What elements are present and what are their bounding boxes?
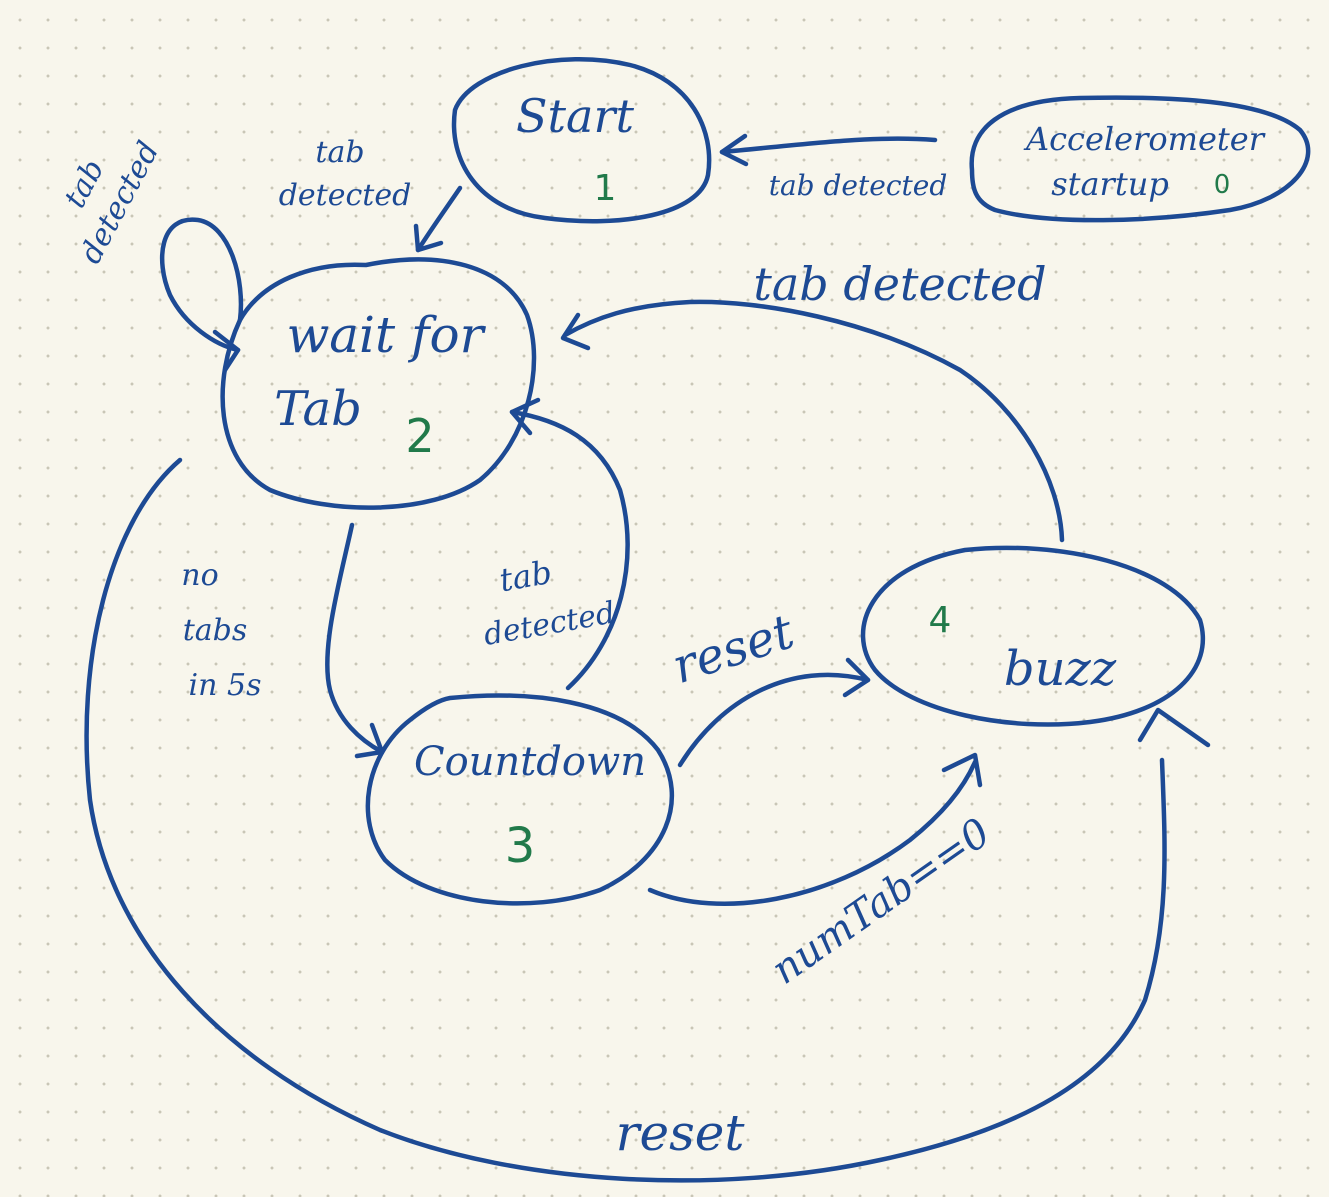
state-accelerometer-number: 0 bbox=[1214, 170, 1231, 200]
transition-buzz-to-wait-line bbox=[562, 299, 1065, 543]
transition-countdown-to-wait-label-line2: detected bbox=[481, 595, 618, 652]
state-start-number: 1 bbox=[594, 168, 617, 209]
state-countdown-outline bbox=[365, 693, 675, 906]
transition-countdown-to-buzz-num-label: numTab==0 bbox=[764, 810, 999, 994]
transition-buzz-to-wait-arrowhead bbox=[560, 312, 591, 351]
transition-acc-to-start-label: tab detected bbox=[769, 169, 948, 202]
transition-acc-to-start-arrowhead bbox=[719, 133, 749, 167]
transition-wait-to-countdown-arrowhead bbox=[354, 722, 385, 759]
state-wait-label-line2: Tab bbox=[274, 381, 362, 437]
state-countdown: Countdown 3 bbox=[365, 693, 675, 906]
transition-wait-to-buzz-reset-line bbox=[84, 457, 1167, 1183]
transition-countdown-to-buzz-reset-line bbox=[677, 672, 871, 768]
state-countdown-number: 3 bbox=[505, 818, 536, 874]
transition-countdown-to-wait-arrowhead bbox=[509, 397, 541, 436]
transition-countdown-to-wait: tab detected bbox=[481, 397, 630, 691]
transition-start-to-wait: tab detected bbox=[279, 135, 463, 253]
state-wait-number: 2 bbox=[405, 409, 434, 463]
transition-start-to-wait-label-line1: tab bbox=[315, 135, 364, 170]
transition-start-to-wait-label-line2: detected bbox=[279, 178, 412, 213]
transition-countdown-to-buzz-reset: reset bbox=[666, 603, 871, 768]
state-wait-for-tab: wait for Tab 2 bbox=[220, 257, 537, 510]
state-accelerometer: Accelerometer startup 0 bbox=[969, 95, 1311, 223]
transition-buzz-to-wait: tab detected bbox=[560, 257, 1065, 543]
transition-wait-self-loop-line bbox=[159, 217, 244, 353]
state-accelerometer-label-line1: Accelerometer bbox=[1023, 120, 1266, 158]
transition-wait-to-countdown-label-line2: tabs bbox=[183, 613, 248, 648]
state-buzz-label: buzz bbox=[1004, 641, 1117, 697]
state-buzz: buzz 4 bbox=[860, 545, 1206, 727]
state-start: Start 1 bbox=[451, 57, 712, 224]
transition-acc-to-start-line bbox=[719, 136, 938, 155]
transition-countdown-to-buzz-num: numTab==0 bbox=[647, 752, 999, 994]
transition-start-to-wait-line bbox=[415, 185, 463, 253]
transition-wait-to-countdown-line bbox=[325, 522, 385, 755]
state-start-label: Start bbox=[516, 89, 634, 143]
state-wait-outline bbox=[220, 257, 537, 510]
transition-wait-to-buzz-reset-label: reset bbox=[616, 1104, 746, 1162]
transition-countdown-to-buzz-reset-arrowhead bbox=[842, 657, 871, 698]
transition-buzz-to-wait-label: tab detected bbox=[753, 257, 1046, 311]
state-start-outline bbox=[451, 57, 712, 224]
transition-wait-self-loop: tab detected bbox=[58, 136, 244, 373]
state-accelerometer-outline bbox=[969, 95, 1311, 223]
state-wait-label-line1: wait for bbox=[286, 306, 486, 364]
transition-acc-to-start: tab detected bbox=[719, 133, 948, 202]
transition-wait-to-countdown: no tabs in 5s bbox=[181, 522, 385, 759]
state-countdown-label: Countdown bbox=[414, 739, 646, 785]
transition-wait-self-loop-arrowhead bbox=[212, 329, 241, 373]
state-buzz-number: 4 bbox=[929, 600, 952, 641]
transition-countdown-to-wait-line bbox=[509, 409, 630, 691]
transition-countdown-to-wait-label-line1: tab bbox=[497, 553, 555, 600]
transition-countdown-to-buzz-num-line bbox=[647, 759, 978, 906]
state-buzz-outline bbox=[860, 545, 1206, 727]
transition-wait-to-buzz-reset: reset bbox=[84, 457, 1211, 1183]
transition-wait-to-countdown-label-line3: in 5s bbox=[189, 668, 262, 703]
transition-wait-to-countdown-label-line1: no bbox=[181, 558, 218, 593]
transition-wait-to-buzz-reset-arrowhead bbox=[1137, 707, 1211, 748]
transition-start-to-wait-arrowhead bbox=[413, 223, 444, 253]
transition-countdown-to-buzz-num-arrowhead bbox=[941, 752, 983, 788]
state-accelerometer-label-line2: startup bbox=[1051, 165, 1169, 203]
